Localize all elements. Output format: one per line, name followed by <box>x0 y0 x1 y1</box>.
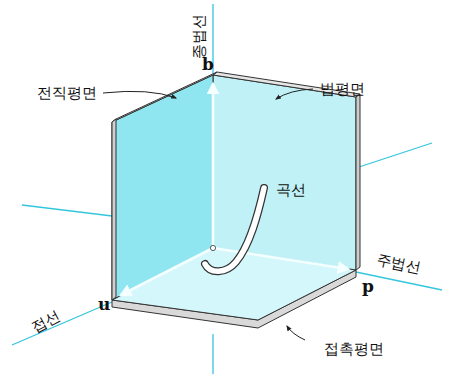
axis-label: 주법선 <box>375 252 422 277</box>
axis-label: 접선 <box>29 308 63 337</box>
plane-label: 법평면 <box>320 81 365 98</box>
plane-label: 접촉평면 <box>324 341 384 358</box>
axis-label: 종법선 <box>191 14 208 59</box>
plane-label: 전직평면 <box>37 85 97 102</box>
curve-label: 곡선 <box>276 182 306 199</box>
vector-label: u <box>98 295 110 314</box>
vector-label: p <box>362 277 374 296</box>
vector-label: b <box>202 55 214 74</box>
